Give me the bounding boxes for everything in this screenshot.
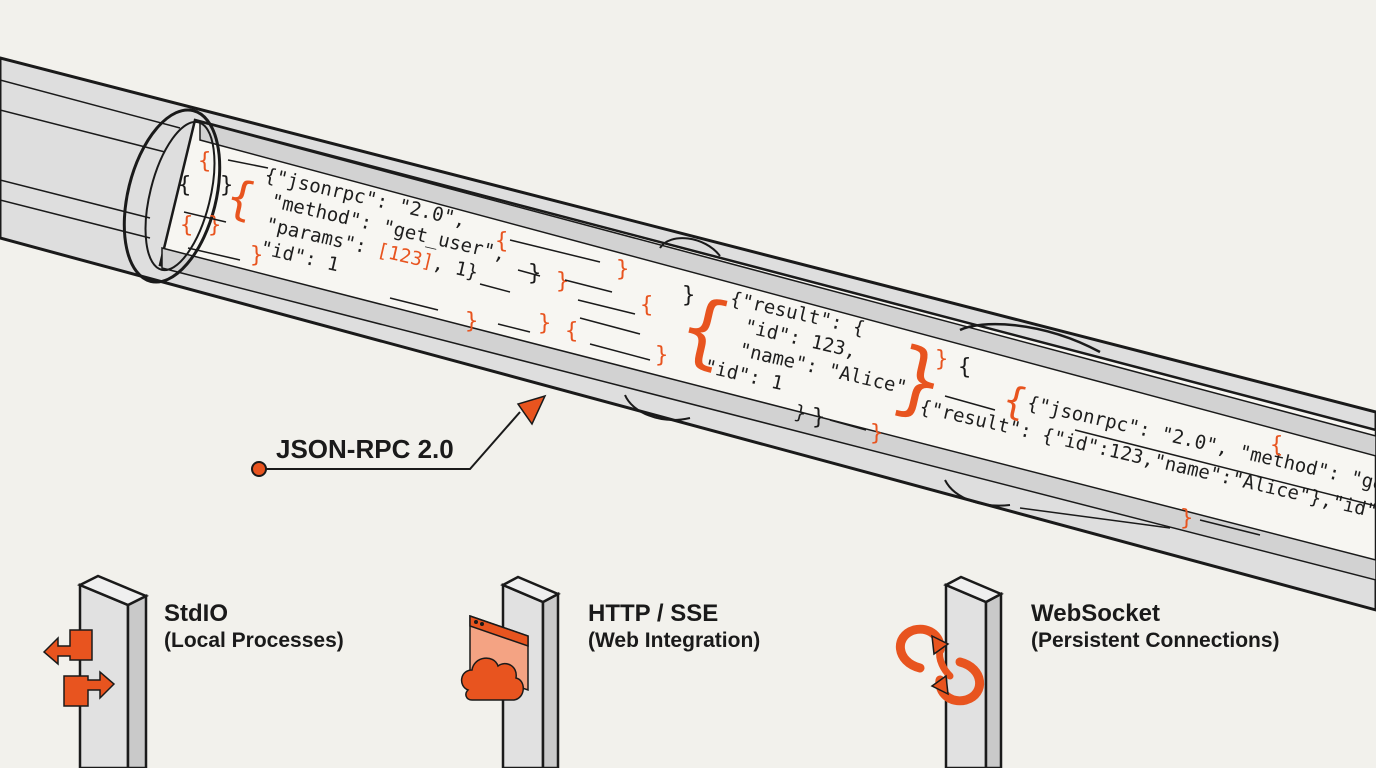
stdio-subtitle: (Local Processes) bbox=[164, 629, 344, 652]
http-sse-title: HTTP / SSE bbox=[588, 600, 718, 627]
svg-text:{: { bbox=[958, 355, 971, 380]
svg-text:}: } bbox=[870, 421, 883, 446]
decorative-dark-braces: { } } } { } bbox=[178, 173, 971, 430]
svg-text:}: } bbox=[616, 257, 629, 282]
jsonrpc-request-block: { {"jsonrpc": "2.0", "method": "get_user… bbox=[222, 164, 508, 284]
jsonrpc-callout: JSON-RPC 2.0 bbox=[251, 394, 547, 477]
callout-arrowhead bbox=[516, 394, 547, 426]
callout-label: JSON-RPC 2.0 bbox=[276, 434, 454, 464]
http-sse-subtitle: (Web Integration) bbox=[588, 629, 760, 652]
transport-http-sse: HTTP / SSE (Web Integration) bbox=[460, 575, 760, 768]
transport-websocket: WebSocket (Persistent Connections) bbox=[895, 575, 1280, 768]
stdio-pillar bbox=[76, 574, 150, 768]
websocket-pillar bbox=[943, 575, 1004, 768]
svg-text:{: { bbox=[640, 293, 653, 318]
svg-text:{: { bbox=[495, 229, 508, 254]
svg-text:}: } bbox=[556, 269, 569, 294]
svg-text:}: } bbox=[682, 283, 695, 308]
svg-text:}: } bbox=[465, 309, 478, 334]
decorative-dash-lines bbox=[183, 159, 1376, 536]
svg-text:}: } bbox=[208, 213, 221, 238]
arrows-exchange-icon bbox=[42, 629, 116, 707]
response-line-5: } bbox=[792, 401, 808, 425]
svg-text:}: } bbox=[1180, 506, 1193, 531]
stdio-title: StdIO bbox=[164, 600, 228, 627]
svg-text:{: { bbox=[1270, 433, 1283, 458]
svg-text:}: } bbox=[220, 173, 233, 198]
browser-cloud-icon bbox=[460, 614, 529, 701]
svg-text:}: } bbox=[528, 261, 541, 286]
svg-text:}: } bbox=[250, 243, 263, 268]
svg-text:{: { bbox=[180, 213, 193, 238]
websocket-title: WebSocket bbox=[1031, 600, 1160, 627]
transport-stdio: StdIO (Local Processes) bbox=[42, 574, 344, 768]
svg-text:}: } bbox=[538, 311, 551, 336]
sync-loop-icon-arrows bbox=[930, 634, 950, 696]
svg-text:{: { bbox=[565, 319, 578, 344]
svg-text:}: } bbox=[935, 347, 948, 372]
websocket-subtitle: (Persistent Connections) bbox=[1031, 629, 1280, 652]
svg-text:{: { bbox=[198, 149, 211, 174]
svg-text:}: } bbox=[812, 405, 825, 430]
callout-dot bbox=[251, 461, 267, 477]
svg-text:{: { bbox=[178, 173, 191, 198]
svg-text:}: } bbox=[655, 343, 668, 368]
decorative-brace-fragments: { { } } { } } { } } { } } } } { bbox=[180, 149, 1283, 531]
transport-pipe bbox=[0, 56, 1376, 612]
